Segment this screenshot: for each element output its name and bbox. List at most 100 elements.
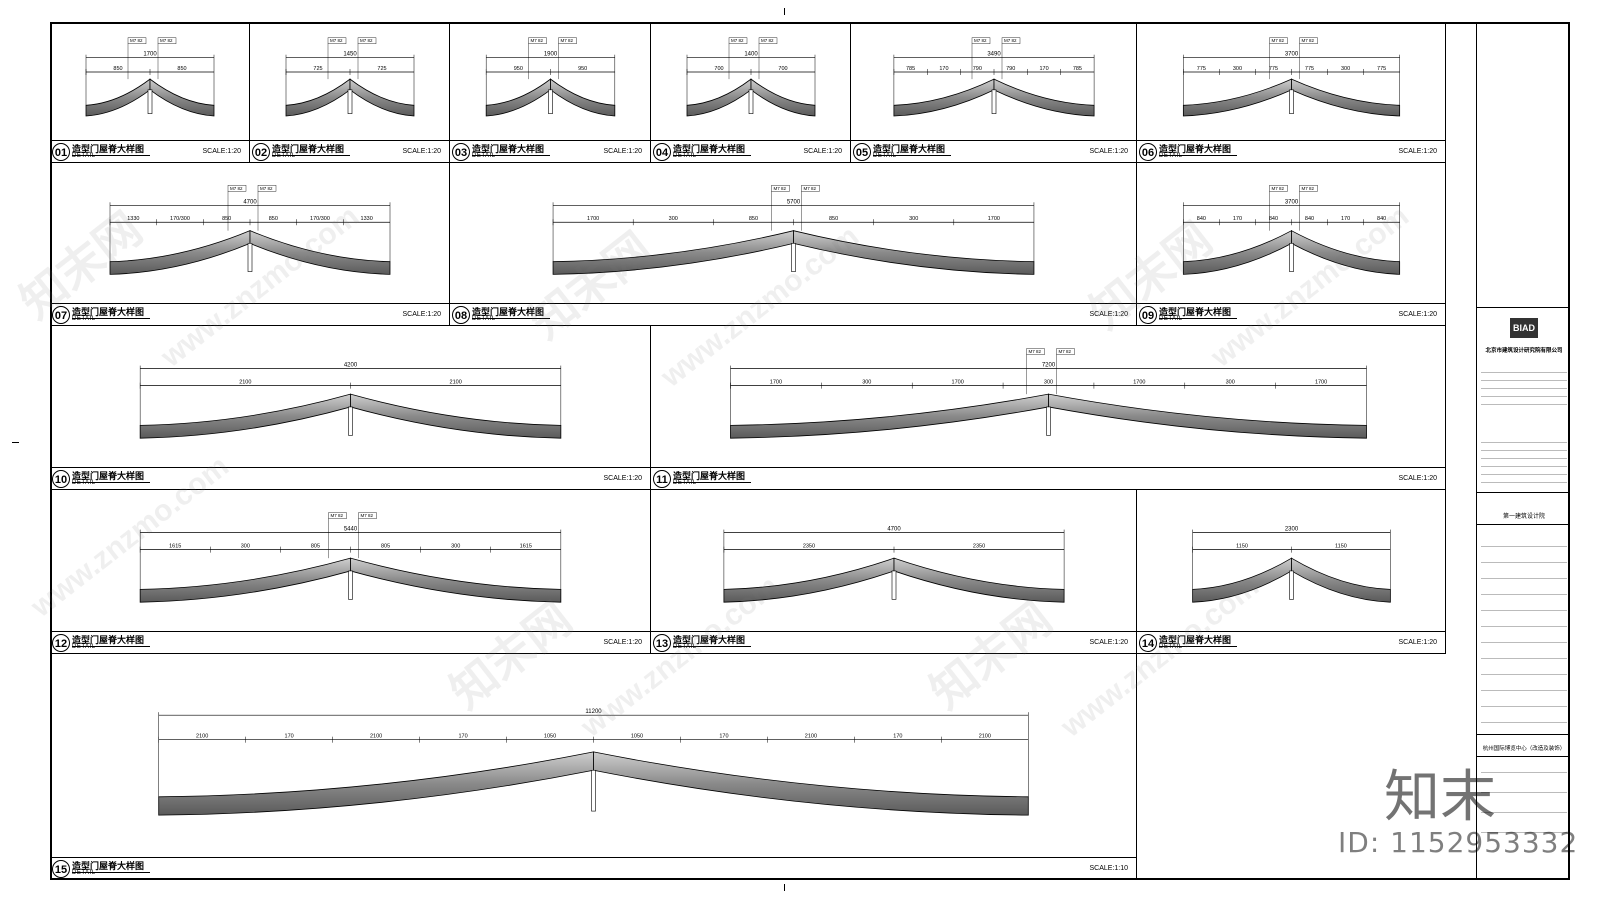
- dim-segment: 1050: [544, 734, 556, 740]
- ridge-left-rafter: [139, 557, 351, 603]
- company-logo: BIAD: [1510, 318, 1538, 338]
- detail-subtitle: DETAIL: [1159, 316, 1183, 322]
- dim-segment: 700: [778, 66, 787, 72]
- dim-segment: 1700: [1315, 380, 1327, 386]
- dim-segment: 1615: [169, 544, 181, 550]
- dim-segment: 300: [909, 216, 918, 222]
- detail-number: 09: [1139, 306, 1157, 324]
- ridge-left-rafter: [1182, 78, 1292, 117]
- project-name: 杭州国际博览中心（改造及装饰）: [1482, 746, 1566, 752]
- detail-scale: SCALE:1:20: [1398, 639, 1437, 646]
- dim-segment: 775: [1377, 66, 1386, 72]
- detail-title: 造型门屋脊大样图: [72, 469, 151, 483]
- dim-segment: 300: [241, 544, 250, 550]
- detail-number: 11: [653, 470, 671, 488]
- dim-segment: 170: [1039, 66, 1048, 72]
- dim-segment: 300: [862, 380, 871, 386]
- dim-overall: 1450: [343, 52, 357, 58]
- detail-subtitle: DETAIL: [673, 153, 697, 159]
- apex-post: [147, 89, 153, 114]
- callout-tag: M7 82: [1004, 38, 1017, 43]
- dim-segment: 2100: [450, 380, 462, 386]
- callout-tag: M7 82: [361, 513, 374, 518]
- ridge-right-rafter: [149, 78, 215, 117]
- dim-segment: 850: [222, 216, 231, 222]
- dim-overall: 11200: [585, 709, 602, 715]
- callout-tag: M7 82: [130, 38, 143, 43]
- detail-number: 12: [52, 634, 70, 652]
- dim-segment: 170: [458, 734, 467, 740]
- apex-post: [1289, 243, 1294, 272]
- callout-tag: M7 82: [561, 38, 574, 43]
- detail-subtitle: DETAIL: [272, 153, 296, 159]
- dim-segment: 2100: [196, 734, 208, 740]
- top-center-tick: [784, 8, 785, 15]
- department-name: 第一建筑设计院: [1502, 514, 1545, 520]
- detail-scale: SCALE:1:20: [603, 639, 642, 646]
- detail-scale: SCALE:1:20: [1398, 148, 1437, 155]
- ridge-left-rafter: [139, 393, 351, 439]
- callout-tag: M7 82: [1272, 38, 1285, 43]
- detail-subtitle: DETAIL: [72, 480, 96, 486]
- ridge-left-rafter: [1192, 557, 1292, 603]
- dim-overall: 1700: [143, 52, 157, 58]
- dim-segment: 840: [1377, 216, 1386, 222]
- callout-tag: M7 82: [1302, 186, 1315, 191]
- dim-segment: 2100: [239, 380, 251, 386]
- detail-scale: SCALE:1:20: [603, 475, 642, 482]
- dim-segment: 775: [1305, 66, 1314, 72]
- callout-tag: M7 82: [160, 38, 173, 43]
- dim-segment: 725: [313, 66, 322, 72]
- dim-segment: 1615: [520, 544, 532, 550]
- dim-overall: 3700: [1285, 199, 1299, 205]
- dim-segment: 170: [1341, 216, 1350, 222]
- left-center-tick: [12, 442, 19, 443]
- dim-segment: 1330: [361, 216, 373, 222]
- callout-tag: M7 82: [230, 186, 243, 191]
- detail-title: 造型门屋脊大样图: [1159, 142, 1238, 156]
- panel-title-strip: 15 造型门屋脊大样图 DETAIL SCALE:1:10: [50, 857, 1136, 879]
- dim-segment: 1700: [952, 380, 964, 386]
- detail-scale: SCALE:1:20: [1398, 475, 1437, 482]
- detail-title: 造型门屋脊大样图: [72, 305, 151, 319]
- dim-overall: 1400: [744, 52, 758, 58]
- panel-title-strip: 10 造型门屋脊大样图 DETAIL SCALE:1:20: [50, 467, 650, 489]
- detail-scale: SCALE:1:20: [803, 148, 842, 155]
- dim-segment: 170: [719, 734, 728, 740]
- detail-title: 造型门屋脊大样图: [72, 142, 151, 156]
- brand-watermark: 知末: [1384, 765, 1496, 830]
- dim-segment: 1050: [631, 734, 643, 740]
- callout-tag: M7 82: [330, 38, 343, 43]
- detail-title: 造型门屋脊大样图: [673, 142, 752, 156]
- dim-segment: 1150: [1236, 544, 1248, 550]
- panel-title-strip: 03 造型门屋脊大样图 DETAIL SCALE:1:20: [450, 140, 650, 162]
- detail-scale: SCALE:1:20: [1089, 639, 1128, 646]
- detail-scale: SCALE:1:20: [202, 148, 241, 155]
- apex-post: [548, 89, 553, 114]
- dim-segment: 300: [1044, 380, 1053, 386]
- detail-subtitle: DETAIL: [673, 644, 697, 650]
- dim-overall: 2300: [1285, 527, 1299, 533]
- panel-title-strip: 14 造型门屋脊大样图 DETAIL SCALE:1:20: [1137, 631, 1445, 653]
- ridge-left-rafter: [1182, 230, 1292, 275]
- detail-number: 10: [52, 470, 70, 488]
- dim-overall: 4700: [243, 199, 257, 205]
- dim-segment: 2350: [973, 544, 985, 550]
- dim-segment: 785: [906, 66, 915, 72]
